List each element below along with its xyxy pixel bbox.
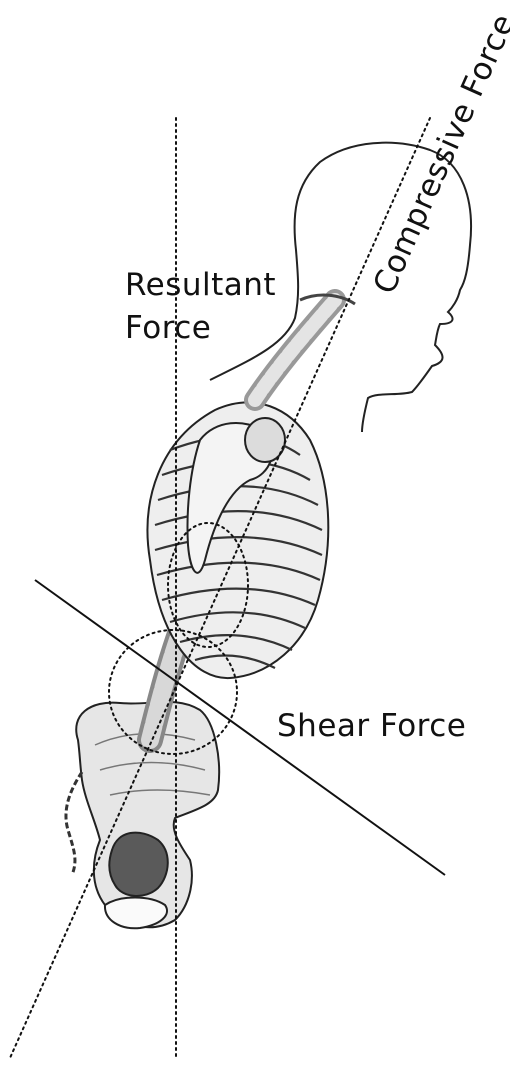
resultant-label-line1: Resultant	[125, 267, 276, 303]
resultant-label-line2: Force	[125, 310, 211, 346]
ribcage	[148, 402, 329, 678]
compressive-label: Compressive Force	[366, 9, 510, 300]
shear-label: Shear Force	[277, 708, 466, 744]
